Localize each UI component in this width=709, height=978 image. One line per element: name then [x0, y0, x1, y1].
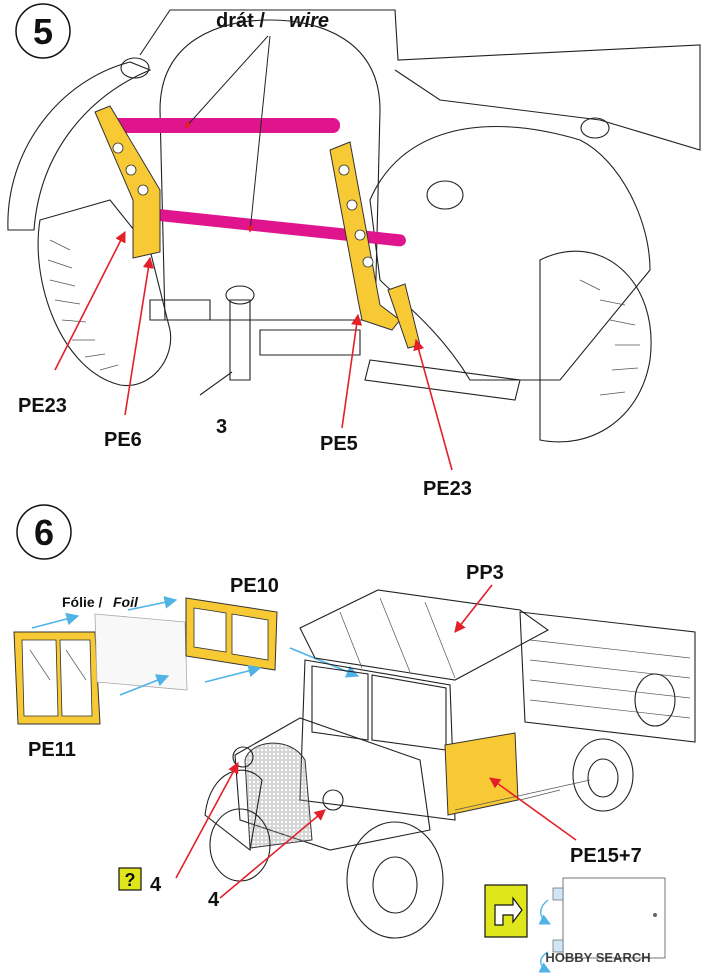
wire-pointer-1: [184, 35, 269, 129]
label-pe6: PE6: [104, 429, 142, 451]
watermark-text: HOBBY SEARCH: [545, 950, 650, 965]
step-6-number: 6: [34, 512, 54, 553]
pointer-pe23-left: [54, 231, 126, 371]
foil-sheet: [94, 613, 188, 691]
arrow-to-truck: [289, 647, 360, 678]
label-pp3: PP3: [466, 562, 504, 584]
label-part-4-bottom: 4: [208, 889, 220, 911]
label-pe11: PE11: [28, 739, 76, 761]
arrow-pe10-1: [127, 596, 178, 611]
wire-rod-bottom: [139, 207, 406, 247]
radiator-grille: [159, 19, 381, 321]
pointer-4-bottom: [219, 809, 326, 899]
step-5-number: 5: [33, 11, 53, 52]
question-mark-icon: ?: [118, 867, 142, 891]
label-pe10: PE10: [230, 575, 279, 597]
pointer-pe6: [124, 256, 154, 416]
label-pe5: PE5: [320, 433, 358, 455]
pe10-frame: [185, 597, 278, 671]
foil-label-en: Foil: [113, 594, 139, 610]
label-pe23-left: PE23: [18, 395, 67, 417]
pointer-pp3: [454, 584, 493, 633]
label-part-4-left: 4: [150, 874, 162, 896]
foil-label-cz: Fólie /: [62, 594, 103, 610]
vehicle-front-drawing: [7, 9, 701, 443]
wire-label-cz: drát /: [216, 10, 265, 32]
pe11-frame: [13, 631, 101, 725]
step-5: 5 drát / wire: [7, 3, 701, 500]
arrow-pe10-2: [204, 664, 262, 683]
pe6-bracket: [94, 105, 161, 259]
watermark: HOBBY SEARCH: [545, 950, 650, 965]
door-flip-sketch: [538, 877, 666, 973]
label-pe15-7: PE15+7: [570, 845, 642, 867]
door-pe15: [444, 732, 519, 816]
pointer-4-left: [175, 762, 239, 879]
step-6: 6 Fólie / Foil: [13, 504, 696, 973]
label-part-3: 3: [216, 416, 227, 438]
wire-rod-top: [110, 118, 340, 133]
svg-text:?: ?: [125, 870, 136, 890]
arrow-foil-1: [31, 612, 80, 629]
step-6-circle: [16, 504, 72, 560]
wire-pointer-2: [247, 35, 271, 233]
flip-arrow-icon: [484, 884, 528, 938]
pointer-pe23-right: [413, 338, 453, 471]
pointer-pe5: [341, 313, 363, 429]
arrow-foil-2: [119, 674, 170, 696]
step-5-circle: [15, 3, 71, 59]
pointer-pe15-7: [489, 777, 577, 841]
label-pe23-right: PE23: [423, 478, 472, 500]
